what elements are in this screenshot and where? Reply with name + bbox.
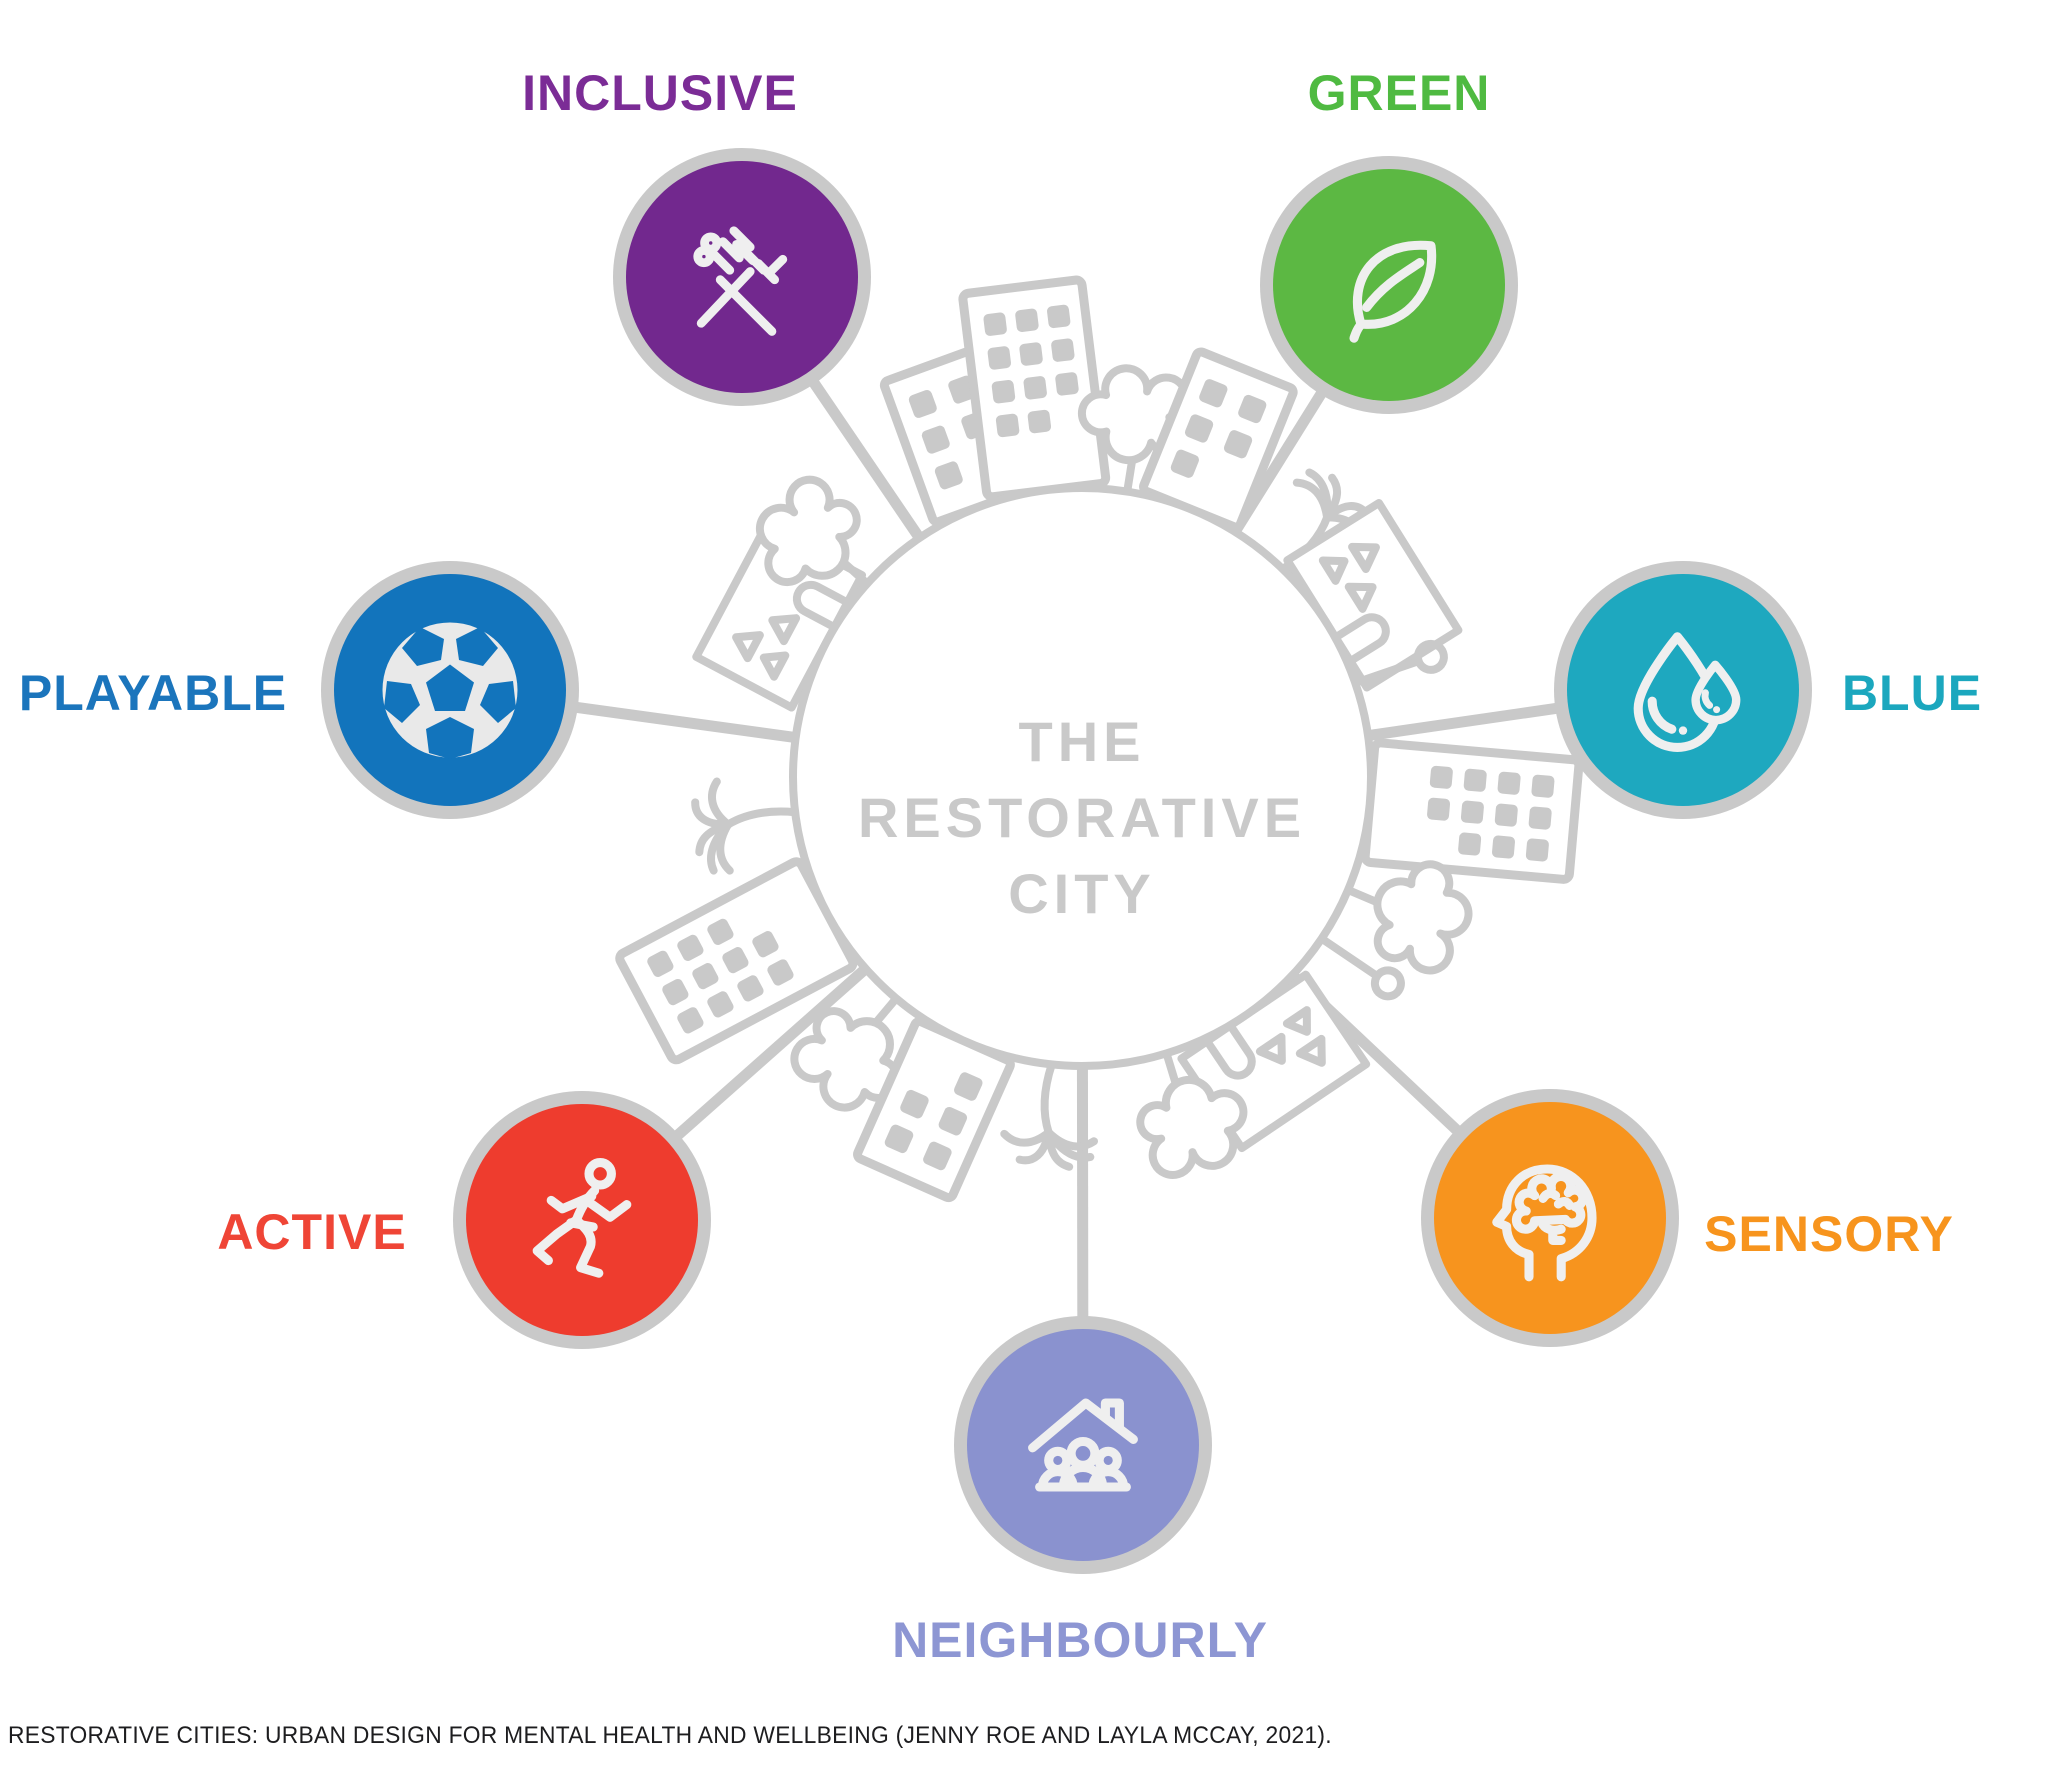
node-blue	[1567, 574, 1799, 806]
center-title: THE RESTORATIVE CITY	[858, 704, 1306, 932]
center-title-line2: RESTORATIVE	[857, 786, 1307, 849]
label-inclusive: INCLUSIVE	[522, 65, 798, 121]
node-inclusive	[626, 161, 858, 393]
label-sensory: SENSORY	[1704, 1206, 1954, 1262]
label-green: GREEN	[1307, 65, 1491, 121]
runner-icon	[532, 1158, 632, 1278]
label-blue: BLUE	[1841, 665, 1983, 721]
label-playable: PLAYABLE	[18, 665, 288, 721]
water-drop-icon	[1633, 632, 1741, 752]
center-circle	[789, 484, 1375, 1070]
source-caption: RESTORATIVE CITIES: URBAN DESIGN FOR MEN…	[8, 1722, 1332, 1749]
node-green	[1273, 169, 1505, 401]
head-brain-icon	[1492, 1164, 1597, 1282]
center-title-line1: THE	[1018, 710, 1146, 773]
label-active: ACTIVE	[217, 1204, 407, 1260]
node-active	[466, 1104, 698, 1336]
house-people-icon	[1028, 1398, 1138, 1492]
node-playable	[334, 574, 566, 806]
leaf-icon	[1349, 240, 1437, 343]
label-neighbourly: NEIGHBOURLY	[892, 1612, 1268, 1668]
node-sensory	[1434, 1102, 1666, 1334]
clasped-hands-icon	[693, 226, 788, 336]
node-neighbourly	[967, 1329, 1199, 1561]
soccer-ball-icon	[382, 622, 518, 759]
center-title-line3: CITY	[1008, 862, 1156, 925]
